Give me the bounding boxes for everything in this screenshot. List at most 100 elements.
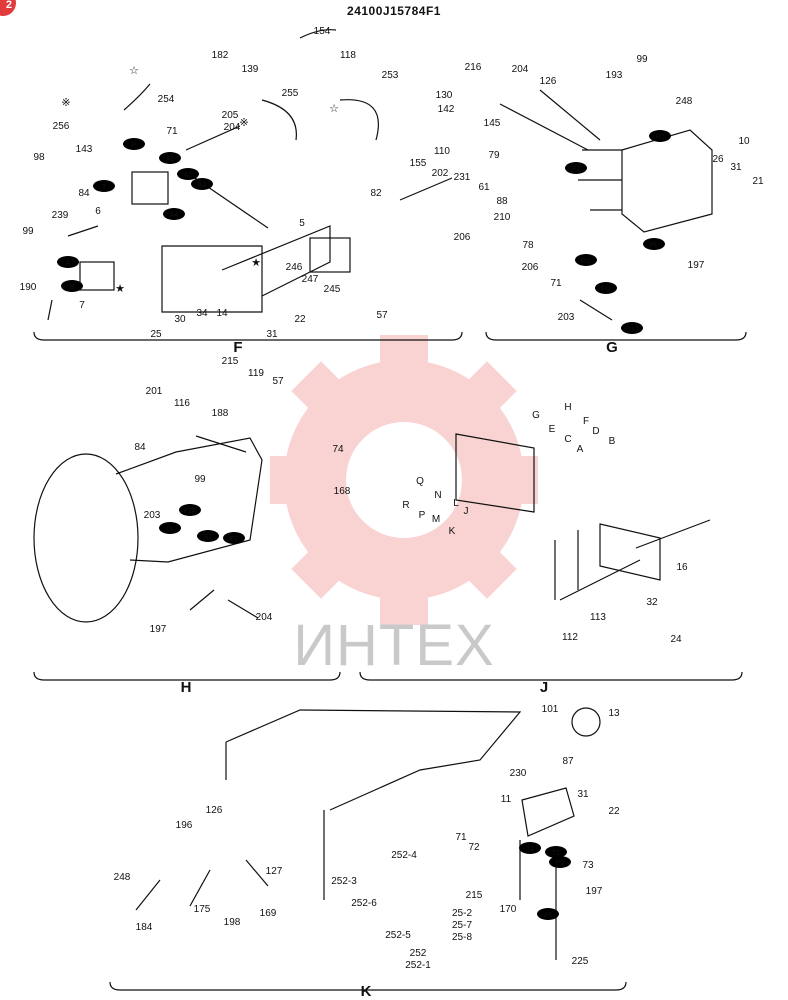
callout-label: 99 <box>636 54 648 65</box>
port-tag-label: P1A <box>183 508 197 515</box>
page-badge: 2 <box>0 0 16 16</box>
port-tag <box>519 842 541 854</box>
section-letter: H <box>181 679 192 696</box>
callout-label: 145 <box>484 118 501 129</box>
port-tag-label: T2 <box>552 850 560 857</box>
callout-label: 215 <box>466 890 483 901</box>
port-tag <box>223 532 245 544</box>
callout-label: E <box>549 424 556 435</box>
callout-label: 198 <box>224 917 241 928</box>
callout-label: 230 <box>510 768 527 779</box>
callout-label: 74 <box>332 444 344 455</box>
port-tag <box>643 238 665 250</box>
port-tag <box>191 178 213 190</box>
mount-plate <box>161 245 263 313</box>
section-brace <box>33 671 341 681</box>
callout-label: 203 <box>144 510 161 521</box>
callout-label: 196 <box>176 820 193 831</box>
callout-label: 7 <box>79 300 85 311</box>
callout-label: 245 <box>324 284 341 295</box>
section-letter: J <box>540 679 548 696</box>
callout-label: 26 <box>712 154 724 165</box>
callout-label: A <box>577 444 584 455</box>
motor-body <box>115 437 263 563</box>
port-tag <box>179 504 201 516</box>
callout-label: N <box>434 490 441 501</box>
callout-label: 154 <box>314 26 331 37</box>
cab-floor <box>225 709 522 811</box>
port-tag-label: A5 <box>544 912 553 919</box>
hose <box>339 99 379 141</box>
port-tag <box>537 908 559 920</box>
callout-label: K <box>449 526 456 537</box>
callout-label: 206 <box>522 262 539 273</box>
hose <box>299 29 337 39</box>
callout-label: 31 <box>577 789 589 800</box>
callout-label: 118 <box>340 50 356 61</box>
callout-label: 252 <box>410 948 427 959</box>
drawing-id: 24100J15784F1 <box>347 4 441 18</box>
callout-label: 14 <box>216 308 228 319</box>
callout-label: 57 <box>376 310 388 321</box>
hose <box>499 89 601 151</box>
callout-label: 239 <box>52 210 69 221</box>
callout-label: 10 <box>738 136 750 147</box>
port-tag-label: P2 <box>656 134 665 141</box>
callout-label: 206 <box>454 232 471 243</box>
section-letter: K <box>361 983 372 1000</box>
port-tag-label: P <box>132 142 137 149</box>
callout-label: 99 <box>22 226 34 237</box>
callout-label: 79 <box>488 150 500 161</box>
callout-label: 215 <box>222 356 239 367</box>
hose <box>261 99 297 141</box>
hose <box>559 519 711 601</box>
pilot-lines <box>578 149 622 211</box>
callout-label: G <box>532 410 540 421</box>
callout-label: 143 <box>76 144 93 155</box>
callout-label: 252-1 <box>405 960 431 971</box>
hose <box>519 840 557 960</box>
hose <box>185 125 241 151</box>
callout-label: F <box>583 416 589 427</box>
control-valve <box>621 129 713 233</box>
callout-label: 155 <box>410 158 427 169</box>
port-tag-label: P6 <box>556 860 565 867</box>
callout-label: 31 <box>730 162 742 173</box>
callout-label: 34 <box>196 308 208 319</box>
port-tag <box>197 530 219 542</box>
callout-label: 252-3 <box>331 876 357 887</box>
callout-label: 13 <box>608 708 620 719</box>
callout-label: 252-6 <box>351 898 377 909</box>
hose <box>67 225 99 237</box>
port-tag <box>575 254 597 266</box>
port-tag <box>93 180 115 192</box>
port-tag-label: B2 <box>230 536 239 543</box>
callout-label: 99 <box>194 474 206 485</box>
callout-label: 25-2 <box>452 908 472 919</box>
callout-label: 25 <box>150 329 162 340</box>
valve-block <box>79 261 115 291</box>
port-tag <box>159 152 181 164</box>
callout-label: C <box>564 434 571 445</box>
port-tag-label: Pi1 <box>581 258 591 265</box>
port-tag <box>595 282 617 294</box>
port-tag-label: Pi2 <box>601 286 611 293</box>
callout-label: 197 <box>586 886 603 897</box>
callout-label: 252-4 <box>391 850 417 861</box>
port-tag-label: A2 <box>184 172 193 179</box>
callout-label: 225 <box>572 956 589 967</box>
callout-label: 126 <box>206 805 223 816</box>
reducer-flange <box>33 453 139 623</box>
callout-label: R <box>402 500 409 511</box>
callout-label: 127 <box>266 866 283 877</box>
callout-label: 246 <box>286 262 303 273</box>
callout-label: 82 <box>370 188 382 199</box>
callout-label: L <box>453 498 459 509</box>
callout-label: 25-8 <box>452 932 472 943</box>
callout-label: 25-7 <box>452 920 472 931</box>
note-mark-icon: ★ <box>115 283 125 295</box>
port-tag <box>163 208 185 220</box>
note-mark-icon: ※ <box>61 97 70 109</box>
callout-label: 78 <box>522 240 534 251</box>
